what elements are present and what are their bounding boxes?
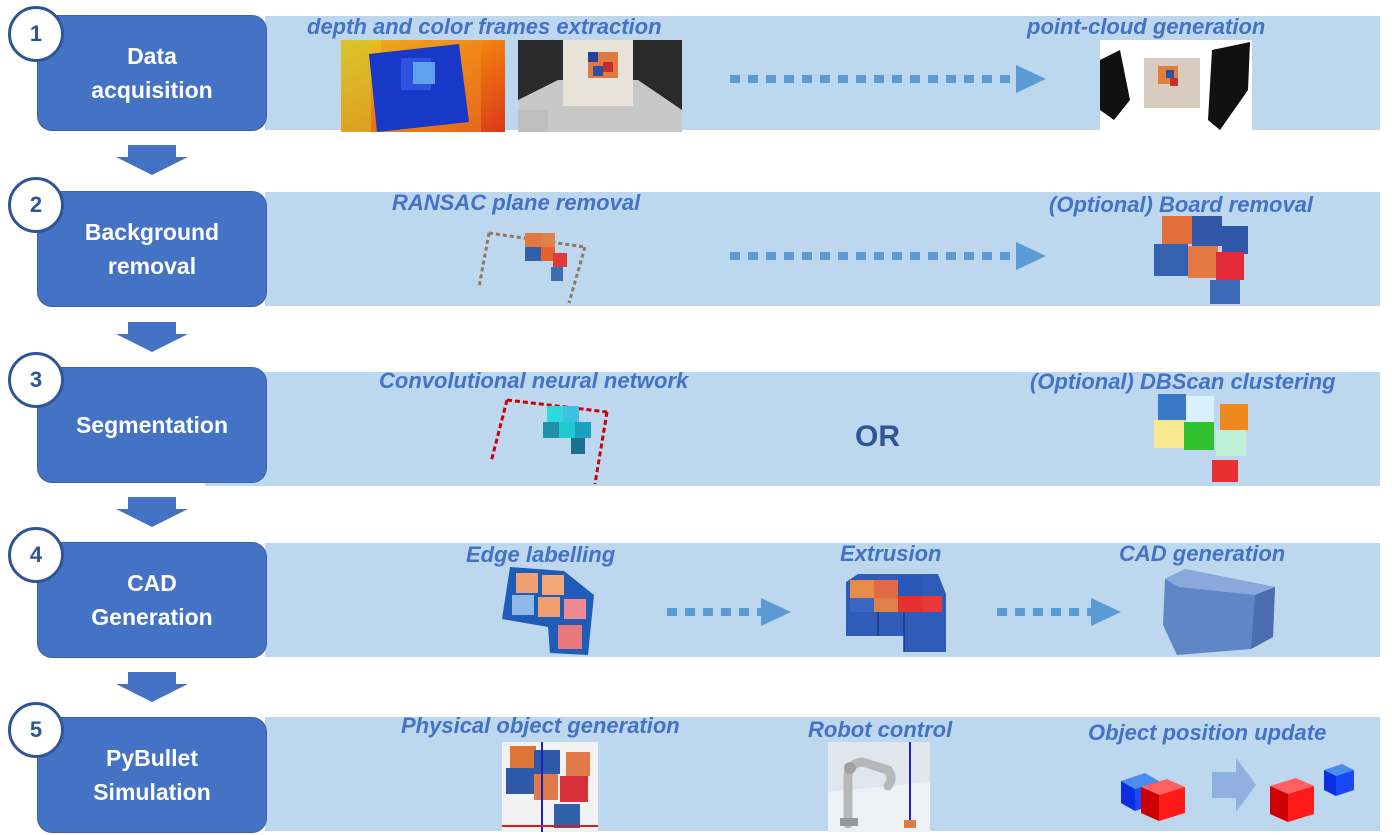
step-title-line1: Data (127, 43, 177, 69)
step-box-background-removal: Background removal (38, 192, 266, 306)
label-edge-labelling: Edge labelling (466, 542, 616, 567)
label-point-cloud: point-cloud generation (1027, 14, 1266, 39)
step-number-5: 5 (8, 702, 64, 758)
depth-frame-image (341, 40, 505, 132)
dotted-arrow-icon (997, 598, 1121, 626)
label-ransac: RANSAC plane removal (392, 190, 641, 215)
label-dbscan: (Optional) DBScan clustering (1030, 369, 1336, 394)
extrusion-image (846, 574, 946, 652)
down-arrow-icon (116, 145, 188, 175)
step-title-line2: Generation (91, 604, 213, 630)
red-blue-cubes-before-icon (1121, 773, 1185, 821)
cnn-segmentation-image (489, 398, 609, 485)
color-frame-image (518, 40, 682, 132)
step-box-cad-generation: CAD Generation (38, 543, 266, 657)
board-removal-image (1154, 216, 1248, 304)
label-depth-color: depth and color frames extraction (307, 14, 662, 39)
robot-control-image (828, 742, 930, 832)
physical-object-image (502, 742, 598, 832)
down-arrow-icon (116, 322, 188, 352)
point-cloud-image (1100, 40, 1252, 132)
step-number-2: 2 (8, 177, 64, 233)
label-extrusion: Extrusion (840, 541, 942, 566)
dbscan-clustering-image (1154, 394, 1248, 482)
step-title-line2: removal (107, 253, 197, 279)
step-title-line1: CAD (127, 570, 177, 596)
label-cnn: Convolutional neural network (379, 368, 689, 393)
down-arrow-icon (116, 497, 188, 527)
or-text: OR (855, 420, 900, 453)
down-arrow-icon (116, 672, 188, 702)
step-number-4: 4 (8, 527, 64, 583)
label-physical-object: Physical object generation (401, 713, 680, 738)
dotted-arrow-icon (730, 65, 1046, 93)
step-number-3: 3 (8, 352, 64, 408)
step-title-line2: Simulation (93, 779, 211, 805)
label-cad-generation: CAD generation (1119, 541, 1286, 566)
step-number-1: 1 (8, 6, 64, 62)
step-title-line1: PyBullet (105, 745, 199, 771)
label-board-removal: (Optional) Board removal (1049, 192, 1314, 217)
dotted-arrow-icon (730, 242, 1046, 270)
ransac-result-image (477, 231, 587, 304)
red-blue-cubes-after-icon (1270, 764, 1354, 822)
arrow-right-icon (1212, 758, 1256, 812)
step-box-data-acquisition: Data acquisition (38, 16, 266, 130)
step-title-line1: Background (84, 219, 220, 245)
row-band-5 (265, 717, 1380, 831)
label-robot-control: Robot control (808, 717, 953, 742)
step-title-line2: acquisition (91, 77, 213, 103)
step-title-line1: Segmentation (75, 412, 229, 438)
label-object-position: Object position update (1088, 720, 1327, 745)
step-box-segmentation: Segmentation (38, 368, 266, 482)
cad-model-image (1163, 569, 1275, 655)
dotted-arrow-icon (667, 598, 791, 626)
edge-labelling-image (502, 567, 594, 655)
